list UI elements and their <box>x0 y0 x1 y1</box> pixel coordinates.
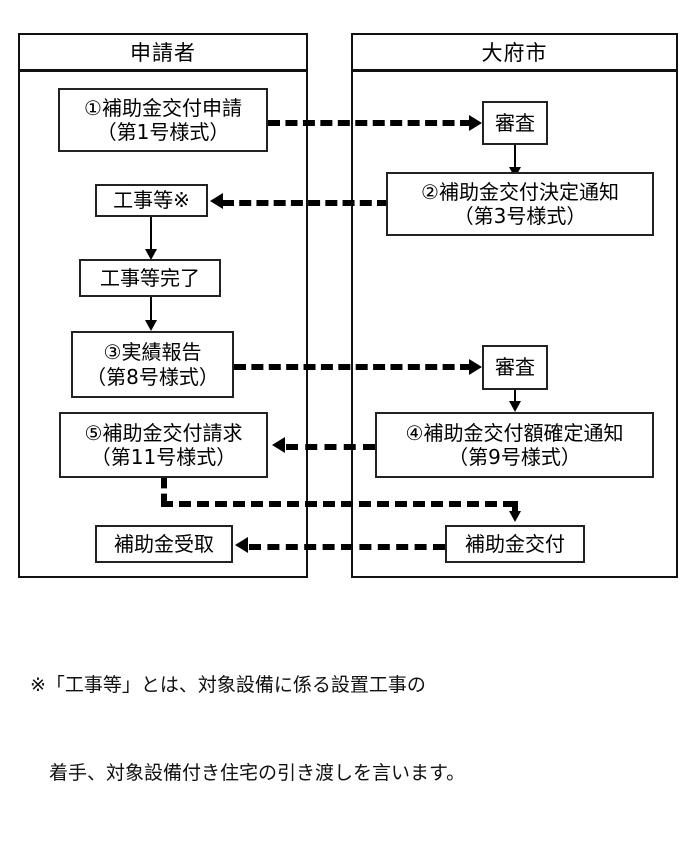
arrowhead-review2-to-amount <box>509 401 521 412</box>
footnote-line-1: ※「工事等」とは、対象設備に係る設置工事の <box>30 673 426 696</box>
node-amount-decision-line1: ④補助金交付額確定通知 <box>405 420 624 445</box>
node-pay-subsidy[interactable]: 補助金交付 <box>445 525 585 563</box>
connector-request-to-pay <box>161 501 515 507</box>
arrowhead-report-to-review2 <box>469 359 482 375</box>
connector-report-to-review2 <box>234 364 472 370</box>
flowchart-canvas: 申請者 大府市 ①補助金交付申請 （第1号様式） 審査 <box>18 33 678 784</box>
node-grant-decision[interactable]: ②補助金交付決定通知 （第3号様式） <box>386 172 654 236</box>
node-apply-line1: ①補助金交付申請 <box>84 95 242 120</box>
node-payment-request-line1: ⑤補助金交付請求 <box>84 420 243 445</box>
node-construction[interactable]: 工事等※ <box>95 184 208 217</box>
connector-decision-to-construction <box>222 200 389 206</box>
node-review2-line1: 審査 <box>495 355 535 380</box>
lane-applicant-label: 申請者 <box>130 41 196 65</box>
node-apply[interactable]: ①補助金交付申請 （第1号様式） <box>58 88 268 152</box>
arrowhead-amount-to-request <box>272 437 285 453</box>
arrowhead-request-to-pay <box>509 511 521 522</box>
lane-applicant-header: 申請者 <box>20 35 306 72</box>
node-pay-subsidy-line1: 補助金交付 <box>465 531 565 556</box>
connector-pay-to-receive <box>249 544 445 550</box>
node-receive-subsidy[interactable]: 補助金受取 <box>95 525 233 563</box>
node-construction-done-line1: 工事等完了 <box>100 265 200 290</box>
node-result-report[interactable]: ③実績報告 （第8号様式） <box>71 331 234 398</box>
node-review2[interactable]: 審査 <box>482 345 548 390</box>
node-construction-line1: 工事等※ <box>113 188 190 213</box>
footnote-line-2: 着手、対象設備付き住宅の引き渡しを言います。 <box>30 762 466 785</box>
connector-request-down <box>161 478 167 504</box>
connector-review2-to-amount <box>514 390 516 406</box>
connector-review1-to-decision <box>514 145 516 171</box>
arrowhead-done-to-report <box>145 320 157 331</box>
connector-pay-down <box>512 501 518 513</box>
node-review1[interactable]: 審査 <box>482 101 548 145</box>
connector-apply-to-review1 <box>268 120 472 126</box>
node-result-report-line2: （第8号様式） <box>86 364 219 389</box>
connector-construction-to-done <box>150 216 152 252</box>
arrowhead-construction-to-done <box>145 249 157 260</box>
connector-done-to-report <box>150 296 152 322</box>
node-amount-decision[interactable]: ④補助金交付額確定通知 （第9号様式） <box>375 412 654 478</box>
node-grant-decision-line2: （第3号様式） <box>453 204 587 228</box>
node-payment-request-line2: （第11号様式） <box>90 445 237 469</box>
node-construction-done[interactable]: 工事等完了 <box>79 259 221 297</box>
node-apply-line2: （第1号様式） <box>96 120 230 144</box>
footnote: ※「工事等」とは、対象設備に係る設置工事の 着手、対象設備付き住宅の引き渡しを言… <box>30 612 465 848</box>
node-payment-request[interactable]: ⑤補助金交付請求 （第11号様式） <box>59 412 268 478</box>
node-amount-decision-line2: （第9号様式） <box>448 445 581 469</box>
lane-city-header: 大府市 <box>353 35 676 72</box>
node-grant-decision-line1: ②補助金交付決定通知 <box>421 179 619 204</box>
arrowhead-pay-to-receive <box>235 537 248 553</box>
arrowhead-apply-to-review1 <box>469 115 482 131</box>
node-result-report-line1: ③実績報告 <box>103 340 202 365</box>
lane-city-label: 大府市 <box>481 41 548 65</box>
node-review1-line1: 審査 <box>495 110 535 135</box>
connector-amount-to-request <box>286 444 375 450</box>
node-receive-subsidy-line1: 補助金受取 <box>114 531 214 556</box>
arrowhead-decision-to-construction <box>210 193 223 209</box>
